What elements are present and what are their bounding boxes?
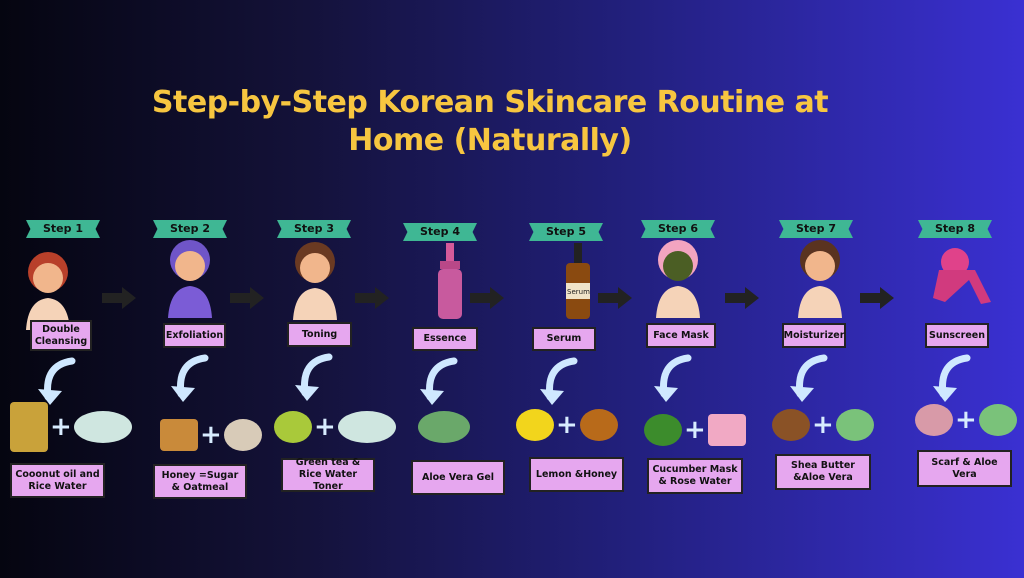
aloe-vera-icon xyxy=(835,409,874,441)
cucumber-juice-icon xyxy=(644,414,682,446)
curved-arrow-icon xyxy=(790,354,834,404)
coconut-oil-icon xyxy=(10,402,48,452)
scarf-figure-icon xyxy=(925,240,991,310)
step-badge: Step 2 xyxy=(153,220,227,238)
step-name-box: Moisturizer xyxy=(782,323,846,348)
plus-icon: + xyxy=(556,410,578,440)
plus-icon: + xyxy=(684,415,706,445)
ingredient-images: + xyxy=(10,402,132,452)
curved-arrow-icon xyxy=(420,357,464,407)
bottle-icon xyxy=(420,243,480,319)
step-name-box: Exfoliation xyxy=(163,323,226,348)
serum-bottle-label: Serum xyxy=(567,288,590,296)
ingredient-images: + xyxy=(274,402,396,452)
step-badge: Step 7 xyxy=(779,220,853,238)
oatmeal-icon xyxy=(223,419,262,451)
plus-icon: + xyxy=(50,412,72,442)
aloe-vera-icon xyxy=(978,404,1017,436)
ingredients-box: Green tea & Rice Water Toner xyxy=(281,457,375,492)
rice-water-icon xyxy=(73,411,132,443)
ingredient-images: + xyxy=(644,405,746,455)
step-badge: Step 4 xyxy=(403,223,477,241)
ingredients-box: Cucumber Mask & Rose Water xyxy=(647,458,743,494)
green-tea-icon xyxy=(274,411,312,443)
curved-arrow-icon xyxy=(295,353,339,403)
ingredients-box: Aloe Vera Gel xyxy=(411,460,505,495)
ingredients-box: Shea Butter &Aloe Vera xyxy=(775,454,871,490)
step-badge: Step 1 xyxy=(26,220,100,238)
step-name-box: Sunscreen xyxy=(925,323,989,348)
rice-water-icon xyxy=(337,411,396,443)
right-arrow-icon xyxy=(470,287,504,309)
woman-figure-icon xyxy=(18,250,78,330)
woman-figure-icon xyxy=(790,238,850,318)
ingredient-images: + xyxy=(516,400,618,450)
plus-icon: + xyxy=(200,420,222,450)
step-name-box: Face Mask xyxy=(646,323,716,348)
ingredients-box: Lemon &Honey xyxy=(529,457,624,492)
curved-arrow-icon xyxy=(540,357,584,407)
right-arrow-icon xyxy=(102,287,136,309)
ingredient-images: + xyxy=(772,400,874,450)
plus-icon: + xyxy=(314,412,336,442)
plus-icon: + xyxy=(812,410,834,440)
aloe-vera-gel-icon xyxy=(418,411,470,443)
bottle-icon: Serum xyxy=(548,243,608,319)
right-arrow-icon xyxy=(355,287,389,309)
ingredient-images xyxy=(418,402,470,452)
shea-butter-icon xyxy=(772,409,810,441)
plus-icon: + xyxy=(955,405,977,435)
curved-arrow-icon xyxy=(933,354,977,404)
scarf-icon xyxy=(915,404,953,436)
right-arrow-icon xyxy=(725,287,759,309)
ingredient-images: + xyxy=(915,395,1017,445)
ingredient-images: + xyxy=(160,410,262,460)
right-arrow-icon xyxy=(860,287,894,309)
step-badge: Step 8 xyxy=(918,220,992,238)
woman-figure-icon xyxy=(648,238,708,318)
ingredients-box: Cooonut oil and Rice Water xyxy=(10,463,105,498)
woman-figure-icon xyxy=(160,238,220,318)
step-badge: Step 6 xyxy=(641,220,715,238)
step-badge: Step 5 xyxy=(529,223,603,241)
curved-arrow-icon xyxy=(171,354,215,404)
lemon-icon xyxy=(516,409,554,441)
curved-arrow-icon xyxy=(654,354,698,404)
step-name-box: Double Cleansing xyxy=(30,320,92,351)
curved-arrow-icon xyxy=(38,357,82,407)
right-arrow-icon xyxy=(598,287,632,309)
honey-jar-icon xyxy=(579,409,618,441)
step-name-box: Toning xyxy=(287,322,352,347)
step-badge: Step 3 xyxy=(277,220,351,238)
honey-sugar-icon xyxy=(160,419,198,451)
step-name-box: Serum xyxy=(532,327,596,351)
step-name-box: Essence xyxy=(412,327,478,351)
right-arrow-icon xyxy=(230,287,264,309)
ingredients-box: Honey =Sugar & Oatmeal xyxy=(153,464,247,499)
page-title: Step-by-Step Korean Skincare Routine at … xyxy=(151,85,829,158)
rose-water-icon xyxy=(707,414,746,446)
woman-figure-icon xyxy=(285,240,345,320)
ingredients-box: Scarf & Aloe Vera xyxy=(917,450,1012,487)
